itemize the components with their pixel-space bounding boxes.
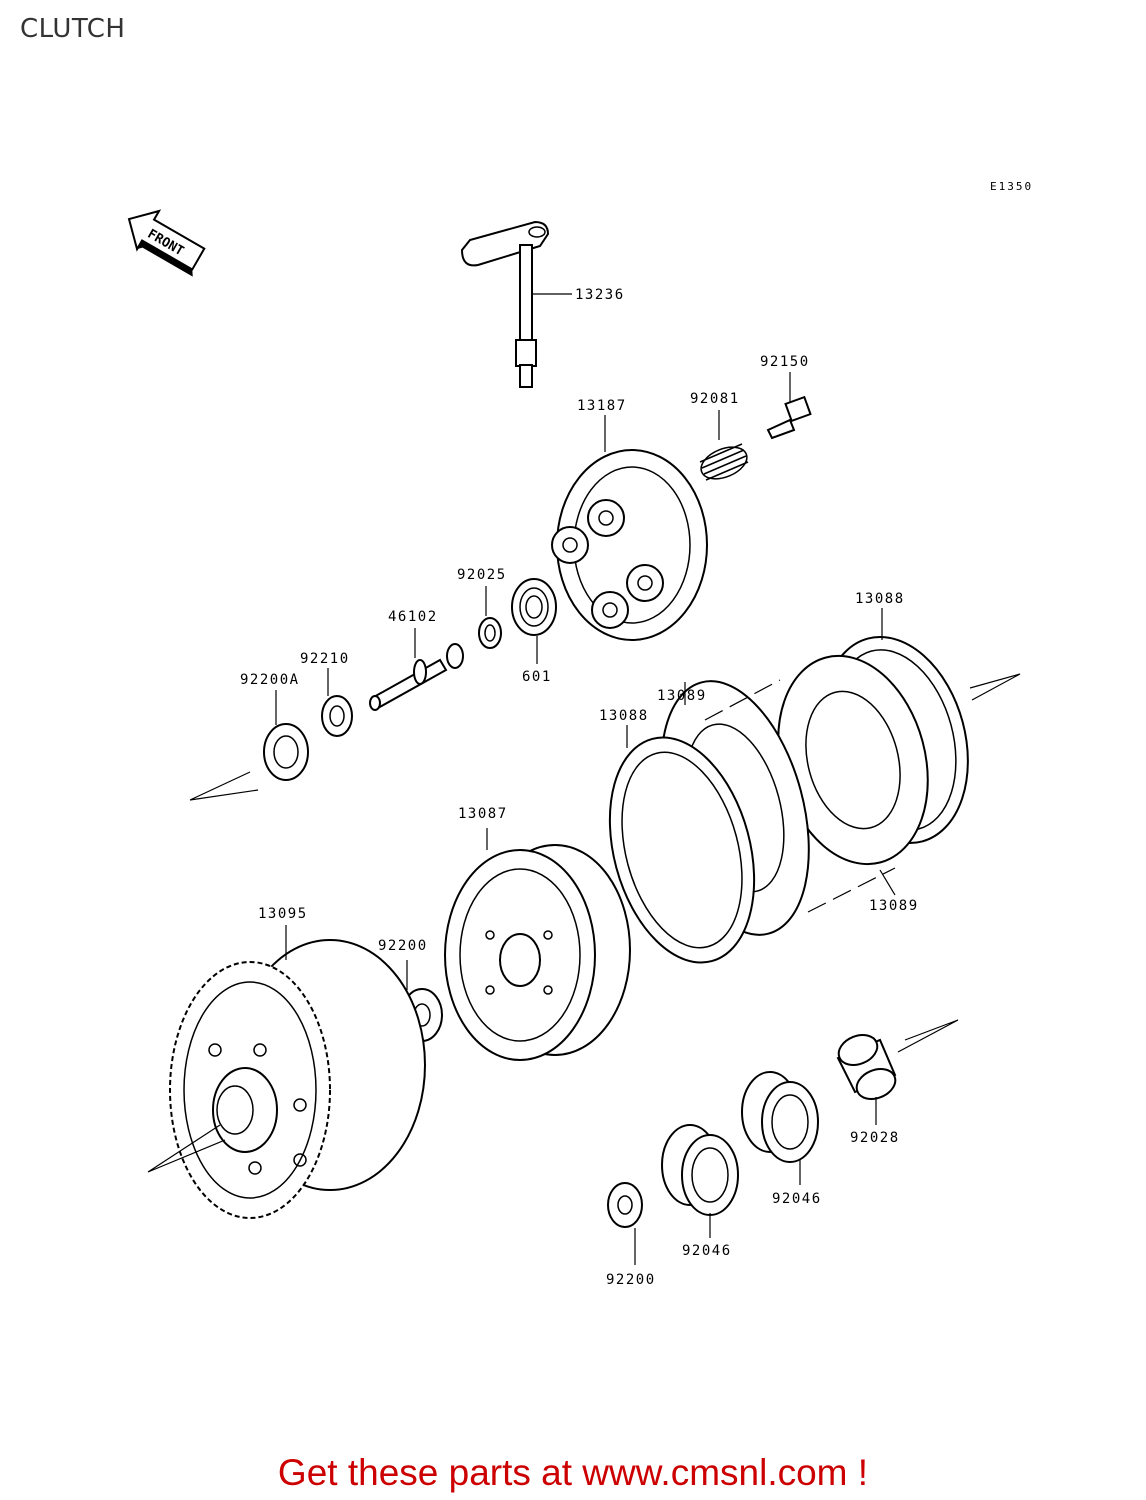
part-label: 92200 <box>378 938 428 954</box>
part-label: 13089 <box>657 688 707 704</box>
part-92200-washer-bottom[interactable] <box>607 1182 643 1265</box>
part-92081-spring[interactable] <box>697 410 752 485</box>
part-label: 13187 <box>577 398 627 414</box>
page-title: CLUTCH <box>20 14 126 44</box>
part-92210-nut[interactable] <box>321 668 353 737</box>
parts-diagram: E1350 FRONT <box>127 180 1033 1288</box>
part-label: 601 <box>522 669 552 685</box>
part-92150-bolt[interactable] <box>766 372 812 440</box>
part-label: 92200A <box>240 672 300 688</box>
front-arrow-icon: FRONT <box>127 209 206 277</box>
part-92025-washer[interactable] <box>478 586 502 649</box>
part-label: 13236 <box>575 287 625 303</box>
part-label: 13088 <box>599 708 649 724</box>
part-label: 92025 <box>457 567 507 583</box>
part-46102-pushrod[interactable] <box>369 628 464 711</box>
diagram-code: E1350 <box>990 180 1033 193</box>
part-92200a-lock-washer[interactable] <box>189 690 309 801</box>
part-13236-release-shaft[interactable] <box>460 220 572 388</box>
part-label: 92200 <box>606 1272 656 1288</box>
footer-cta-link[interactable]: Get these parts at www.cmsnl.com ! <box>277 1452 869 1493</box>
part-13187-pressure-plate[interactable] <box>551 415 708 641</box>
part-label: 13087 <box>458 806 508 822</box>
part-label: 46102 <box>388 609 438 625</box>
part-label: 92210 <box>300 651 350 667</box>
part-label: 92081 <box>690 391 740 407</box>
part-13095-clutch-housing[interactable] <box>147 925 426 1219</box>
part-13087-clutch-hub[interactable] <box>444 828 631 1061</box>
part-label: 92046 <box>772 1191 822 1207</box>
part-92046-needle-bearing-upper[interactable] <box>741 1071 819 1185</box>
part-92046-needle-bearing-lower[interactable] <box>661 1124 739 1238</box>
part-label: 92046 <box>682 1243 732 1259</box>
part-label: 13095 <box>258 906 308 922</box>
part-92028-collar[interactable] <box>834 1019 959 1125</box>
part-label: 13089 <box>869 898 919 914</box>
part-label: 13088 <box>855 591 905 607</box>
part-13088-friction-plate-middle[interactable] <box>587 721 778 978</box>
part-label: 92028 <box>850 1130 900 1146</box>
part-label: 92150 <box>760 354 810 370</box>
part-601-bearing[interactable] <box>511 578 557 664</box>
